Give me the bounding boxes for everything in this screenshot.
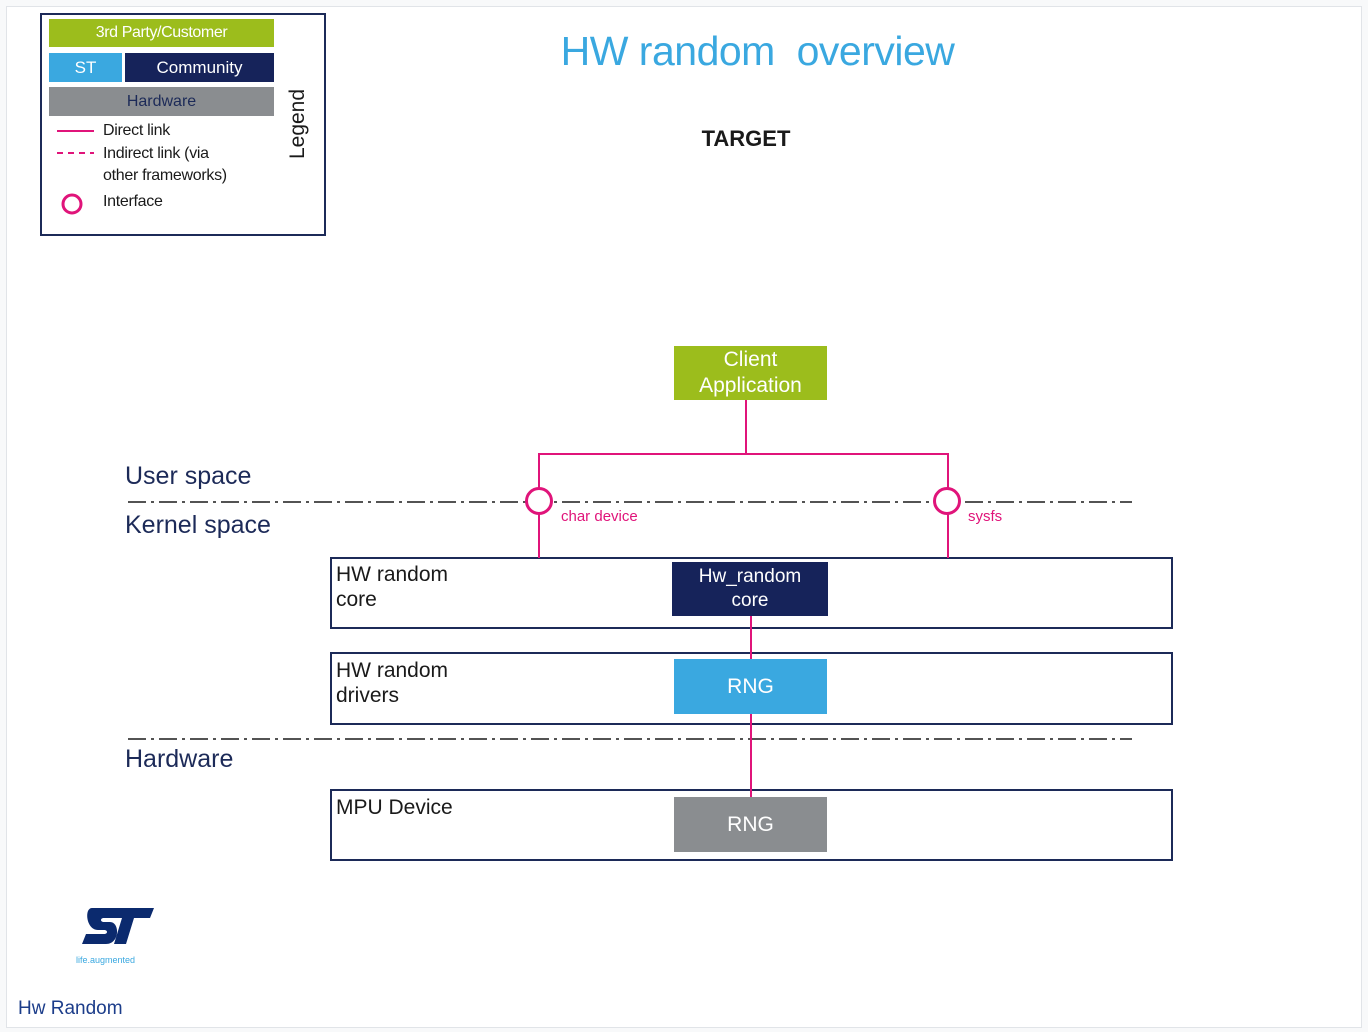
legend-hardware-label: Hardware [126, 92, 197, 110]
diagram-title: HW random overview [560, 28, 955, 74]
legend-third-party-label: 3rd Party/Customer [95, 24, 228, 41]
legend-indirect-link-label: Indirect link (via [103, 145, 209, 162]
client-application-label-line2: Application [699, 374, 802, 397]
legend-panel [40, 13, 326, 236]
hw-random-core-block: Hw_random core [672, 562, 828, 616]
target-label: TARGET [701, 126, 791, 151]
st-logo-tagline: life.augmented [76, 955, 136, 965]
client-application-block: Client Application [674, 346, 827, 400]
hw-random-core-label-line2: core [731, 590, 769, 611]
rng-driver-label: RNG [727, 674, 774, 698]
client-application-label-line1: Client [723, 348, 778, 371]
figure-caption: Hw Random [18, 998, 123, 1019]
legend-indirect-link-label-2: other frameworks) [103, 167, 227, 184]
mpu-device-layer-label: MPU Device [336, 796, 453, 819]
legend-community-label: Community [156, 57, 243, 77]
hw-random-core-layer-label-line2: core [336, 588, 377, 611]
rng-driver-block: RNG [674, 659, 827, 714]
hw-random-core-layer-label: HW random core [336, 562, 448, 612]
legend-st-label: ST [74, 57, 97, 77]
hw-random-drivers-layer-label: HW random drivers [336, 658, 448, 708]
kernel-space-label: Kernel space [125, 511, 271, 539]
legend-hardware-swatch: Hardware [49, 87, 274, 116]
legend-community-swatch: Community [125, 53, 274, 82]
hw-random-drivers-layer-label-line1: HW random [336, 659, 449, 682]
char-device-interface-label: char device [561, 508, 638, 525]
legend-st-swatch: ST [49, 53, 122, 82]
interface-branch-link [538, 453, 949, 488]
hw-random-core-layer-label-line1: HW random [336, 563, 449, 586]
hardware-space-label: Hardware [125, 745, 234, 773]
rng-hardware-label: RNG [727, 812, 774, 836]
legend-direct-link-label: Direct link [103, 122, 170, 139]
legend-interface-icon [61, 193, 83, 215]
legend-symbols [57, 130, 94, 215]
hw-random-core-label-line1: Hw_random [698, 566, 802, 587]
sysfs-interface-label: sysfs [968, 508, 1003, 525]
rng-hardware-block: RNG [674, 797, 827, 852]
st-logo [82, 908, 154, 944]
legend-third-party-swatch: 3rd Party/Customer [49, 19, 274, 47]
hw-random-drivers-layer-label-line2: drivers [336, 684, 400, 707]
sysfs-interface-icon [933, 487, 961, 515]
user-space-label: User space [125, 462, 252, 490]
legend-interface-label: Interface [103, 193, 163, 210]
char-device-interface-icon [525, 487, 553, 515]
